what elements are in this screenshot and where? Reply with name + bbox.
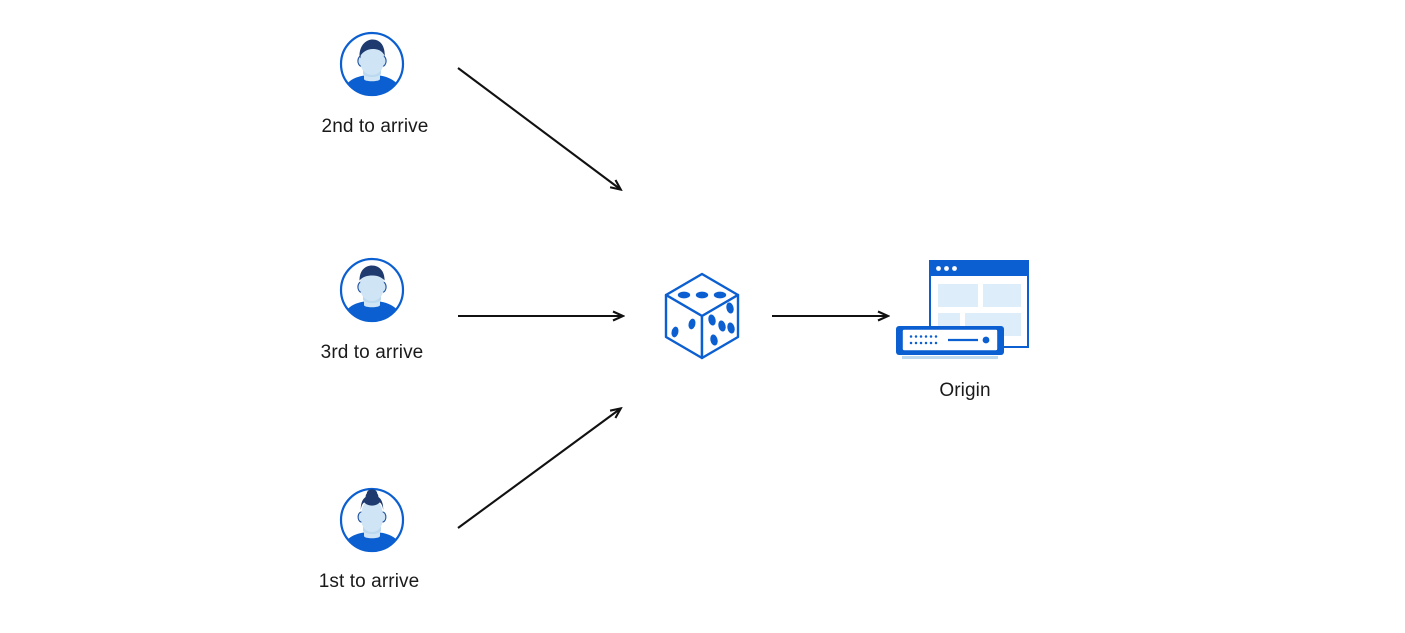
avatar-male-icon [339,257,405,323]
arrow-2nd-to-dice [457,67,620,189]
node-user-1st[interactable] [338,486,406,554]
node-origin[interactable] [890,255,1038,367]
avatar-male-icon [339,31,405,97]
avatar-female-icon [339,487,405,553]
label-user-2nd: 2nd to arrive [321,116,429,137]
arrow-1st-to-dice [457,409,620,529]
label-origin: Origin [939,380,991,401]
origin-server-icon [896,260,1029,359]
node-dice[interactable] [660,270,744,362]
node-user-3rd[interactable] [338,256,406,324]
label-user-3rd: 3rd to arrive [320,342,424,363]
node-user-2nd[interactable] [338,30,406,98]
label-user-1st: 1st to arrive [318,571,420,592]
server-device-icon [896,326,1004,359]
dice-icon [664,272,740,360]
